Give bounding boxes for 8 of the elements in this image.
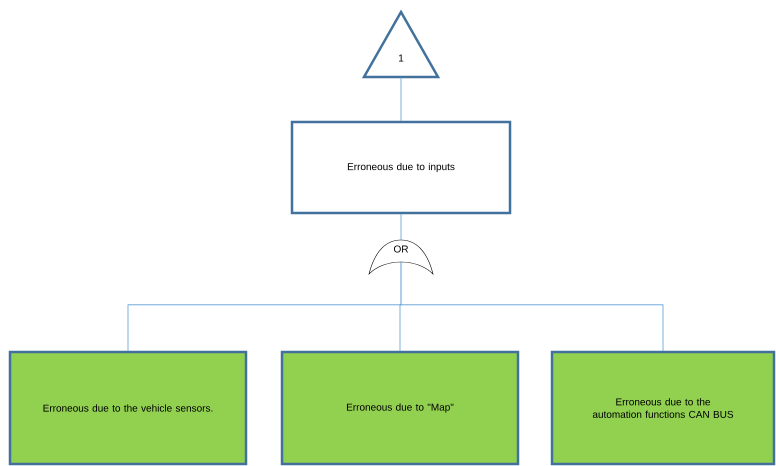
connector-line bbox=[400, 261, 664, 352]
basic-event-box: Erroneous due to "Map" bbox=[280, 350, 520, 466]
basic-event-box: Erroneous due to the vehicle sensors. bbox=[8, 350, 248, 466]
or-gate: OR bbox=[368, 240, 434, 274]
connector-line bbox=[400, 214, 402, 240]
basic-event-box: Erroneous due to the automation functions CAN BUS bbox=[550, 350, 776, 466]
event-box: Erroneous due to inputs bbox=[290, 120, 512, 214]
connector-line bbox=[400, 76, 402, 122]
